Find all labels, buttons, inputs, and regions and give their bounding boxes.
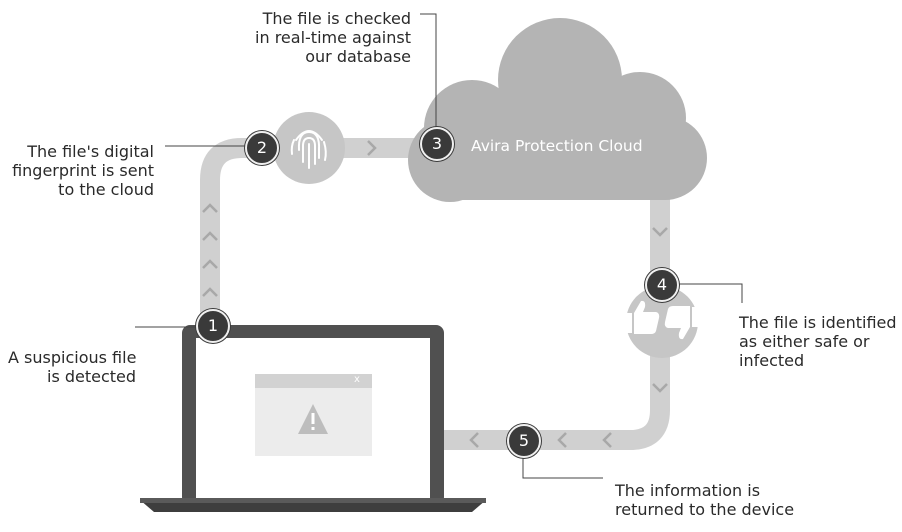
step-label-2: The file's digital fingerprint is sent t…: [12, 142, 154, 199]
step-label-3-line-2: in real-time against: [255, 28, 411, 47]
step-label-4-line-1: The file is identified: [739, 313, 897, 332]
step-badge-4: 4: [645, 268, 679, 302]
step-label-3-line-1: The file is checked: [262, 9, 411, 28]
step-label-1-line-2: is detected: [47, 367, 137, 386]
step-badge-3: 3: [420, 127, 454, 161]
laptop: [140, 325, 486, 512]
step-badge-5: 5: [507, 424, 541, 458]
flow-path: [200, 138, 670, 450]
step-label-2-line-3: to the cloud: [58, 180, 154, 199]
cloud-shape: [408, 18, 707, 202]
step-label-5-line-2: returned to the device: [615, 500, 795, 519]
alert-window: [255, 374, 372, 456]
step-label-4-line-2: as either safe or: [739, 332, 870, 351]
thumbs-up-icon: [625, 300, 660, 334]
step-label-5: The information is returned to the devic…: [615, 481, 794, 519]
verdict-node: [625, 286, 699, 358]
step-label-1-line-1: A suspicious file: [8, 348, 137, 367]
step-badge-1: 1: [196, 309, 230, 343]
step-label-5-line-1: The information is: [615, 481, 761, 500]
step-label-3: The file is checked in real-time against…: [255, 9, 411, 66]
cloud-label: Avira Protection Cloud: [471, 137, 643, 155]
thumbs-down-icon: [664, 306, 699, 340]
warning-icon: [298, 404, 328, 434]
step-label-2-line-1: The file's digital: [27, 142, 154, 161]
fingerprint-icon: [290, 130, 327, 169]
step-label-2-line-2: fingerprint is sent: [12, 161, 154, 180]
flow-arrows: [202, 140, 668, 448]
step-badge-2: 2: [245, 131, 279, 165]
step-label-1: A suspicious file is detected: [8, 348, 136, 386]
window-close-icon: x: [354, 374, 360, 385]
fingerprint-node: [273, 112, 345, 184]
step-label-3-line-3: our database: [305, 47, 411, 66]
step-label-4: The file is identified as either safe or…: [739, 313, 897, 370]
step-label-4-line-3: infected: [739, 351, 805, 370]
